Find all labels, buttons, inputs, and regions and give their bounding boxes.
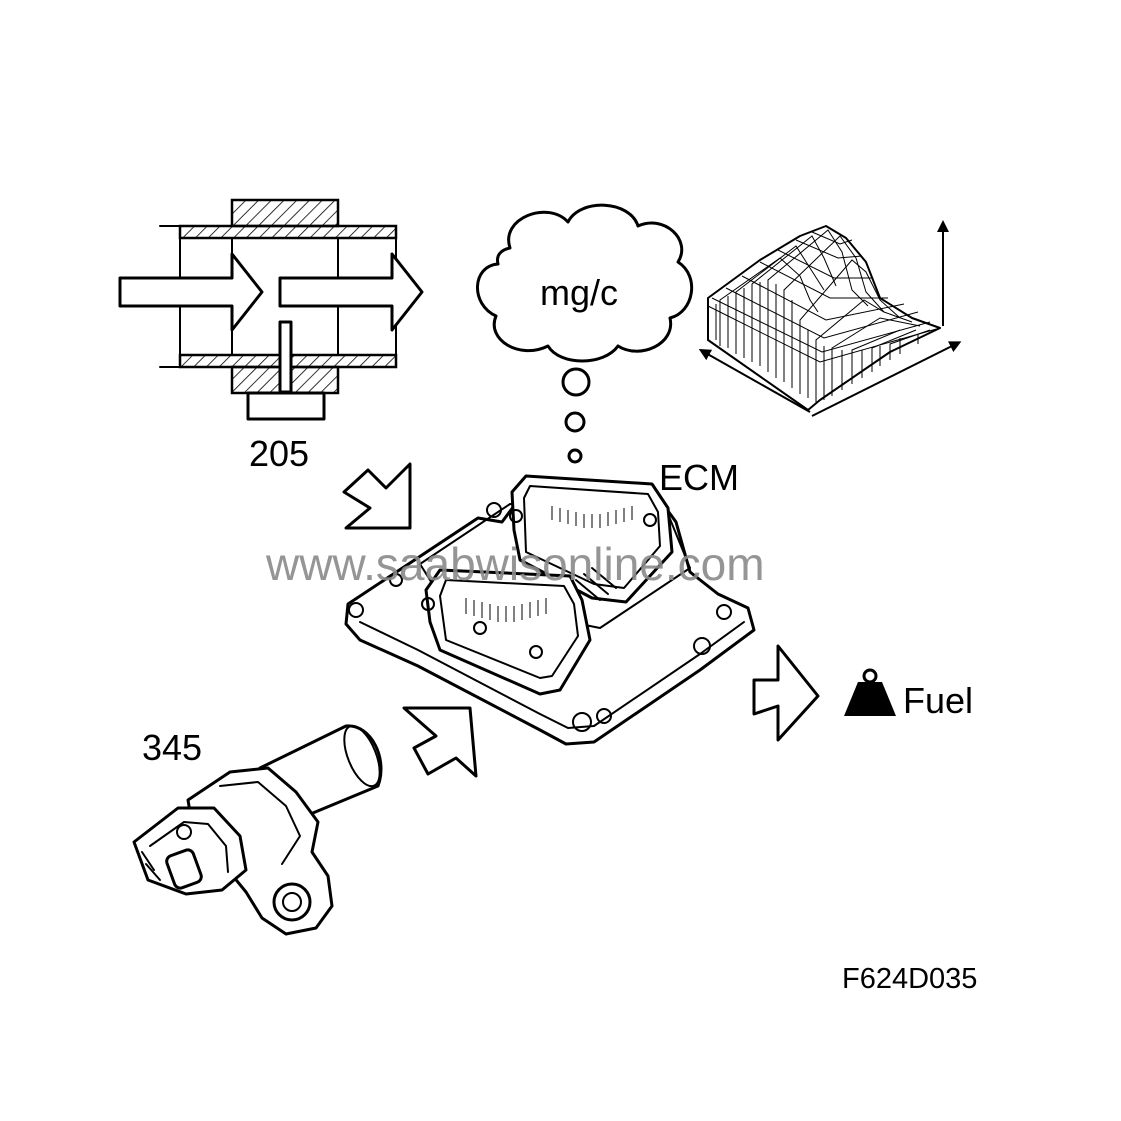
ecm-unit (344, 474, 756, 746)
output-arrow-fuel (752, 644, 820, 742)
fuel-label: Fuel (903, 680, 973, 721)
watermark: www.saabwisonline.com (265, 538, 765, 590)
fuel-map-3d (698, 220, 962, 417)
airflow-sensor-label: 205 (249, 433, 309, 474)
input-arrow-crank (402, 706, 478, 778)
cloud-text: mg/c (540, 272, 618, 313)
crank-sensor-label: 345 (142, 727, 202, 768)
weight-icon (844, 668, 896, 716)
thought-cloud (476, 203, 694, 464)
ecm-label: ECM (659, 457, 739, 498)
air-mass-sensor (118, 198, 424, 421)
input-arrow-airflow (342, 462, 412, 530)
crank-sensor (132, 724, 383, 936)
figure-id: F624D035 (842, 963, 977, 995)
